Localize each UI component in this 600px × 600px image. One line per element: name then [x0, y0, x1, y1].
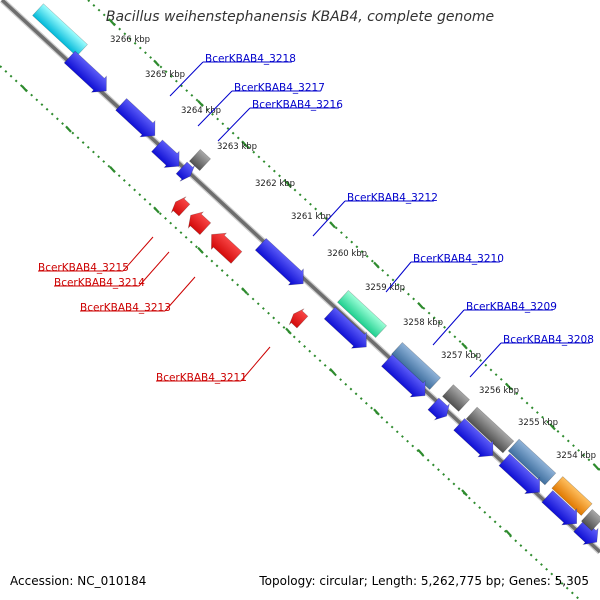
gene-arrow: [391, 342, 441, 390]
gene-leader-line: [122, 236, 154, 272]
kbp-tick: [241, 140, 248, 148]
gene-leader-line: [240, 346, 271, 382]
topology-text: Topology: circular; Length: 5,262,775 bp…: [259, 574, 589, 588]
gene-arrow: [541, 490, 578, 526]
kbp-label: 3261 kbp: [291, 212, 331, 222]
gene-arrow: [170, 196, 191, 217]
gene-leader-line: [169, 61, 204, 97]
kbp-tick: [241, 287, 248, 295]
kbp-label: 3266 kbp: [110, 35, 150, 45]
kbp-label: 3263 kbp: [217, 142, 257, 152]
kbp-tick: [461, 342, 468, 350]
gene-leader-line: [138, 251, 170, 287]
gene-arrow: [573, 519, 599, 545]
gene-arrow: [151, 139, 180, 168]
gene-label-forward: BcerKBAB4_3208: [503, 334, 594, 346]
kbp-tick: [593, 463, 600, 471]
gene-arrow: [337, 290, 387, 338]
map-title: Bacillus weihenstephanensis KBAB4, compl…: [105, 9, 495, 25]
gene-arrow: [175, 161, 196, 182]
gene-arrow: [465, 406, 515, 454]
gene-label-reverse: BcerKBAB4_3211: [156, 372, 247, 384]
gene-arrow: [211, 232, 243, 264]
gene-label-forward: BcerKBAB4_3218: [205, 53, 296, 65]
kbp-tick: [461, 489, 468, 497]
kbp-tick: [153, 206, 160, 214]
gene-arrow: [442, 384, 470, 412]
kbp-tick: [197, 100, 204, 108]
gene-arrow: [427, 397, 451, 421]
kbp-tick: [417, 448, 424, 456]
gene-arrow: [581, 508, 600, 532]
accession-text: Accession: NC_010184: [10, 574, 147, 588]
gene-label-reverse: BcerKBAB4_3214: [54, 277, 145, 289]
kbp-label: 3254 kbp: [556, 451, 596, 461]
kbp-label: 3259 kbp: [365, 283, 405, 293]
gene-leader-line: [469, 342, 502, 378]
gene-arrow: [254, 238, 304, 286]
kbp-tick: [197, 246, 204, 254]
kbp-tick: [373, 408, 380, 416]
gene-label-reverse: BcerKBAB4_3215: [38, 262, 129, 274]
gene-label-forward: BcerKBAB4_3210: [413, 253, 504, 265]
gene-label-forward: BcerKBAB4_3216: [252, 99, 343, 111]
kbp-tick: [109, 166, 116, 174]
gene-leader-line: [432, 309, 465, 346]
gene-arrow: [187, 211, 212, 236]
kbp-label: 3264 kbp: [181, 106, 221, 116]
gene-arrow: [323, 306, 367, 349]
kbp-tick: [21, 85, 28, 93]
gene-label-forward: BcerKBAB4_3217: [234, 82, 325, 94]
gene-features: [32, 3, 600, 545]
kbp-label: 3257 kbp: [441, 351, 481, 361]
reverse-kbp-ticks: [21, 85, 512, 537]
gene-leader-line: [217, 107, 251, 142]
kbp-label: 3262 kbp: [255, 179, 295, 189]
forward-kbp-ticks: [109, 19, 600, 471]
gene-labels: BcerKBAB4_3218BcerKBAB4_3217BcerKBAB4_32…: [38, 53, 594, 384]
kbp-tick: [417, 302, 424, 310]
gene-label-forward: BcerKBAB4_3212: [347, 192, 438, 204]
kbp-tick: [153, 59, 160, 67]
gene-arrow: [507, 438, 557, 486]
kbp-tick: [329, 221, 336, 229]
kbp-labels: 3266 kbp 3265 kbp 3264 kbp 3263 kbp 3262 kbp…: [110, 35, 596, 461]
gene-arrow: [498, 453, 541, 494]
kbp-tick: [505, 529, 512, 537]
kbp-label: 3265 kbp: [145, 70, 185, 80]
gene-arrow: [381, 354, 426, 398]
kbp-tick: [285, 180, 292, 188]
kbp-tick: [549, 423, 556, 431]
kbp-label: 3256 kbp: [479, 386, 519, 396]
gene-leader-line: [312, 200, 346, 237]
gene-arrow: [115, 98, 156, 138]
gene-arrow: [189, 148, 211, 172]
kbp-tick: [373, 261, 380, 269]
gene-arrow: [32, 3, 88, 57]
gene-leader-line: [197, 90, 233, 127]
gene-arrow: [453, 418, 494, 458]
gene-arrow: [288, 308, 309, 329]
kbp-tick: [285, 327, 292, 335]
kbp-tick: [329, 368, 336, 376]
gene-leader-line: [164, 276, 196, 312]
kbp-tick: [109, 19, 116, 27]
gene-leader-line: [385, 261, 412, 293]
gene-arrow: [63, 50, 107, 93]
kbp-label: 3258 kbp: [403, 318, 443, 328]
kbp-tick: [505, 382, 512, 390]
gene-arrow: [551, 476, 593, 516]
gene-label-reverse: BcerKBAB4_3213: [80, 302, 171, 314]
kbp-label: 3260 kbp: [327, 249, 367, 259]
kbp-tick: [65, 125, 72, 133]
kbp-label: 3255 kbp: [518, 418, 558, 428]
gene-label-forward: BcerKBAB4_3209: [466, 301, 557, 313]
